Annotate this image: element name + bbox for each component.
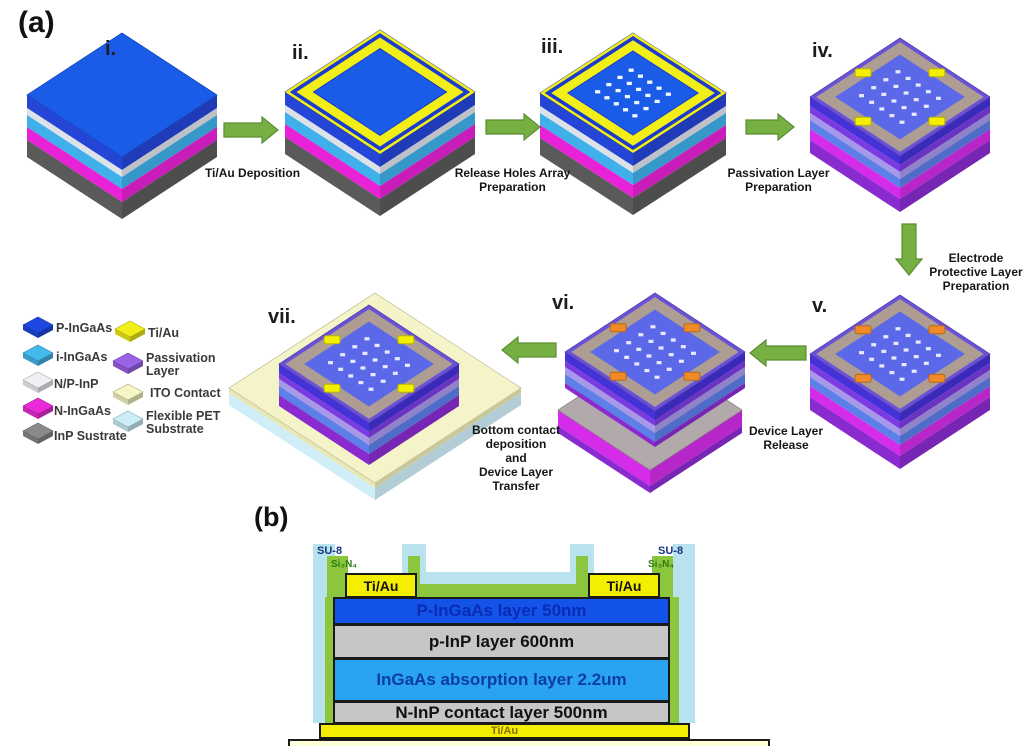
legend-label-tiau: Ti/Au	[148, 326, 180, 340]
legend-label-p-ingaas: P-InGaAs	[56, 321, 113, 335]
legend-swatch-passivation	[112, 352, 144, 374]
panel-b-label: (b)	[254, 502, 289, 532]
legend-label-ito: ITO Contact	[150, 386, 221, 400]
arrow-label-electrode-protective: Electrode Protective Layer Preparation	[929, 251, 1023, 293]
arrow-label-device-release: Device Layer Release	[748, 424, 824, 452]
si3n4-label-left: Si₃N₄	[331, 559, 358, 570]
bottom-substrate-box	[288, 739, 770, 746]
arrow-label-bottom-contact: Bottom contact deposition and Device Lay…	[472, 423, 560, 493]
step-ii-numeral: ii.	[292, 42, 309, 64]
legend-swatch-i-ingaas	[22, 344, 54, 366]
si3n4-left-upper	[327, 556, 348, 597]
arrow-label-tiau-deposition: Ti/Au Deposition	[204, 166, 301, 180]
legend-label-np-inp: N/P-InP	[54, 377, 99, 391]
layer-n-inp: N-InP contact layer 500nm	[333, 701, 670, 724]
step-v-numeral: v.	[812, 295, 828, 317]
legend-label-passivation: Passivation Layer	[146, 351, 216, 378]
legend-swatch-tiau	[114, 320, 146, 342]
layer-ingaas-absorption: InGaAs absorption layer 2.2um	[333, 658, 670, 702]
legend-swatch-np-inp	[22, 371, 54, 393]
legend-swatch-ito	[112, 383, 144, 405]
si3n4-right-lower	[669, 597, 679, 723]
step-iv-numeral: iv.	[812, 40, 833, 62]
su8-label-left: SU-8	[317, 545, 343, 557]
arrow-label-release-holes: Release Holes Array Preparation	[454, 166, 571, 194]
step-iii-numeral: iii.	[541, 36, 564, 58]
legend-label-i-ingaas: i-InGaAs	[56, 350, 108, 364]
step-vii-numeral: vii.	[268, 306, 296, 328]
legend-swatch-n-ingaas	[22, 397, 54, 419]
layer-p-inp: p-InP layer 600nm	[333, 624, 670, 659]
step-vi-numeral: vi.	[552, 292, 575, 314]
si3n4-center-cap	[414, 584, 582, 597]
step-i-numeral: i.	[105, 38, 117, 60]
su8-label-right: SU-8	[658, 545, 684, 557]
legend-label-inp-sustrate: InP Sustrate	[54, 429, 127, 443]
tiau-pad-left: Ti/Au	[345, 573, 417, 598]
legend-label-pet: Flexible PET Substrate	[146, 409, 221, 436]
legend-swatch-pet	[112, 410, 144, 432]
layer-p-ingaas: P-InGaAs layer 50nm	[333, 597, 670, 625]
arrow-label-passivation: Passivation Layer Preparation	[727, 166, 830, 194]
panel-a-label: (a)	[18, 6, 55, 39]
tiau-pad-right: Ti/Au	[588, 573, 660, 598]
bottom-tiau-contact: Ti/Au	[319, 723, 690, 739]
legend-swatch-p-ingaas	[22, 316, 54, 338]
si3n4-label-right: Si₃N₄	[648, 559, 675, 570]
si3n4-left-lower	[325, 597, 335, 723]
legend-swatch-inp-sustrate	[22, 422, 54, 444]
legend-label-n-ingaas: N-InGaAs	[54, 404, 111, 418]
